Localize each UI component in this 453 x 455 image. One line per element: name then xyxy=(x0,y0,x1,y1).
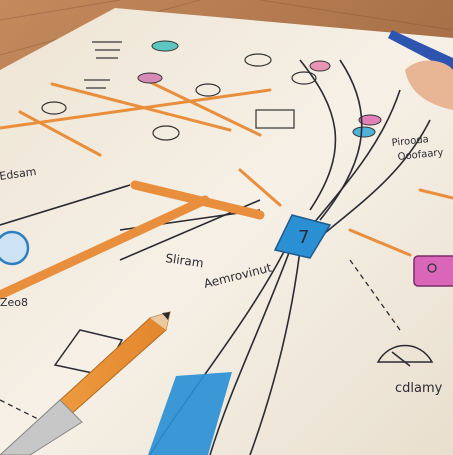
blue-box-node xyxy=(273,214,332,259)
label-right-bottom: cdlamy xyxy=(395,381,443,396)
top-nodes xyxy=(41,40,382,141)
label-left-low: Zeo8 xyxy=(0,296,28,309)
orange-pencil xyxy=(0,311,171,455)
laptop-sketch xyxy=(53,329,124,376)
sketch-icon xyxy=(376,344,434,367)
label-right-top: Pirooda xyxy=(391,134,429,149)
label-center: Sliram xyxy=(165,251,205,270)
blue-box-label: 7 xyxy=(298,227,309,248)
hand-with-pen xyxy=(388,30,453,110)
label-right-top-sub: Ooofaary xyxy=(397,147,444,163)
left-circle-node xyxy=(0,230,30,266)
scribble-text xyxy=(84,41,122,89)
dashed-lines xyxy=(0,259,401,421)
paper-sheet xyxy=(0,8,453,455)
orange-arrows-mid xyxy=(0,180,265,300)
orange-arrows-right xyxy=(238,168,453,257)
pink-node xyxy=(413,255,453,287)
blue-marker-stroke xyxy=(148,372,232,455)
orange-arrows-top xyxy=(0,80,272,157)
label-left-mid: Edsam xyxy=(0,165,37,183)
